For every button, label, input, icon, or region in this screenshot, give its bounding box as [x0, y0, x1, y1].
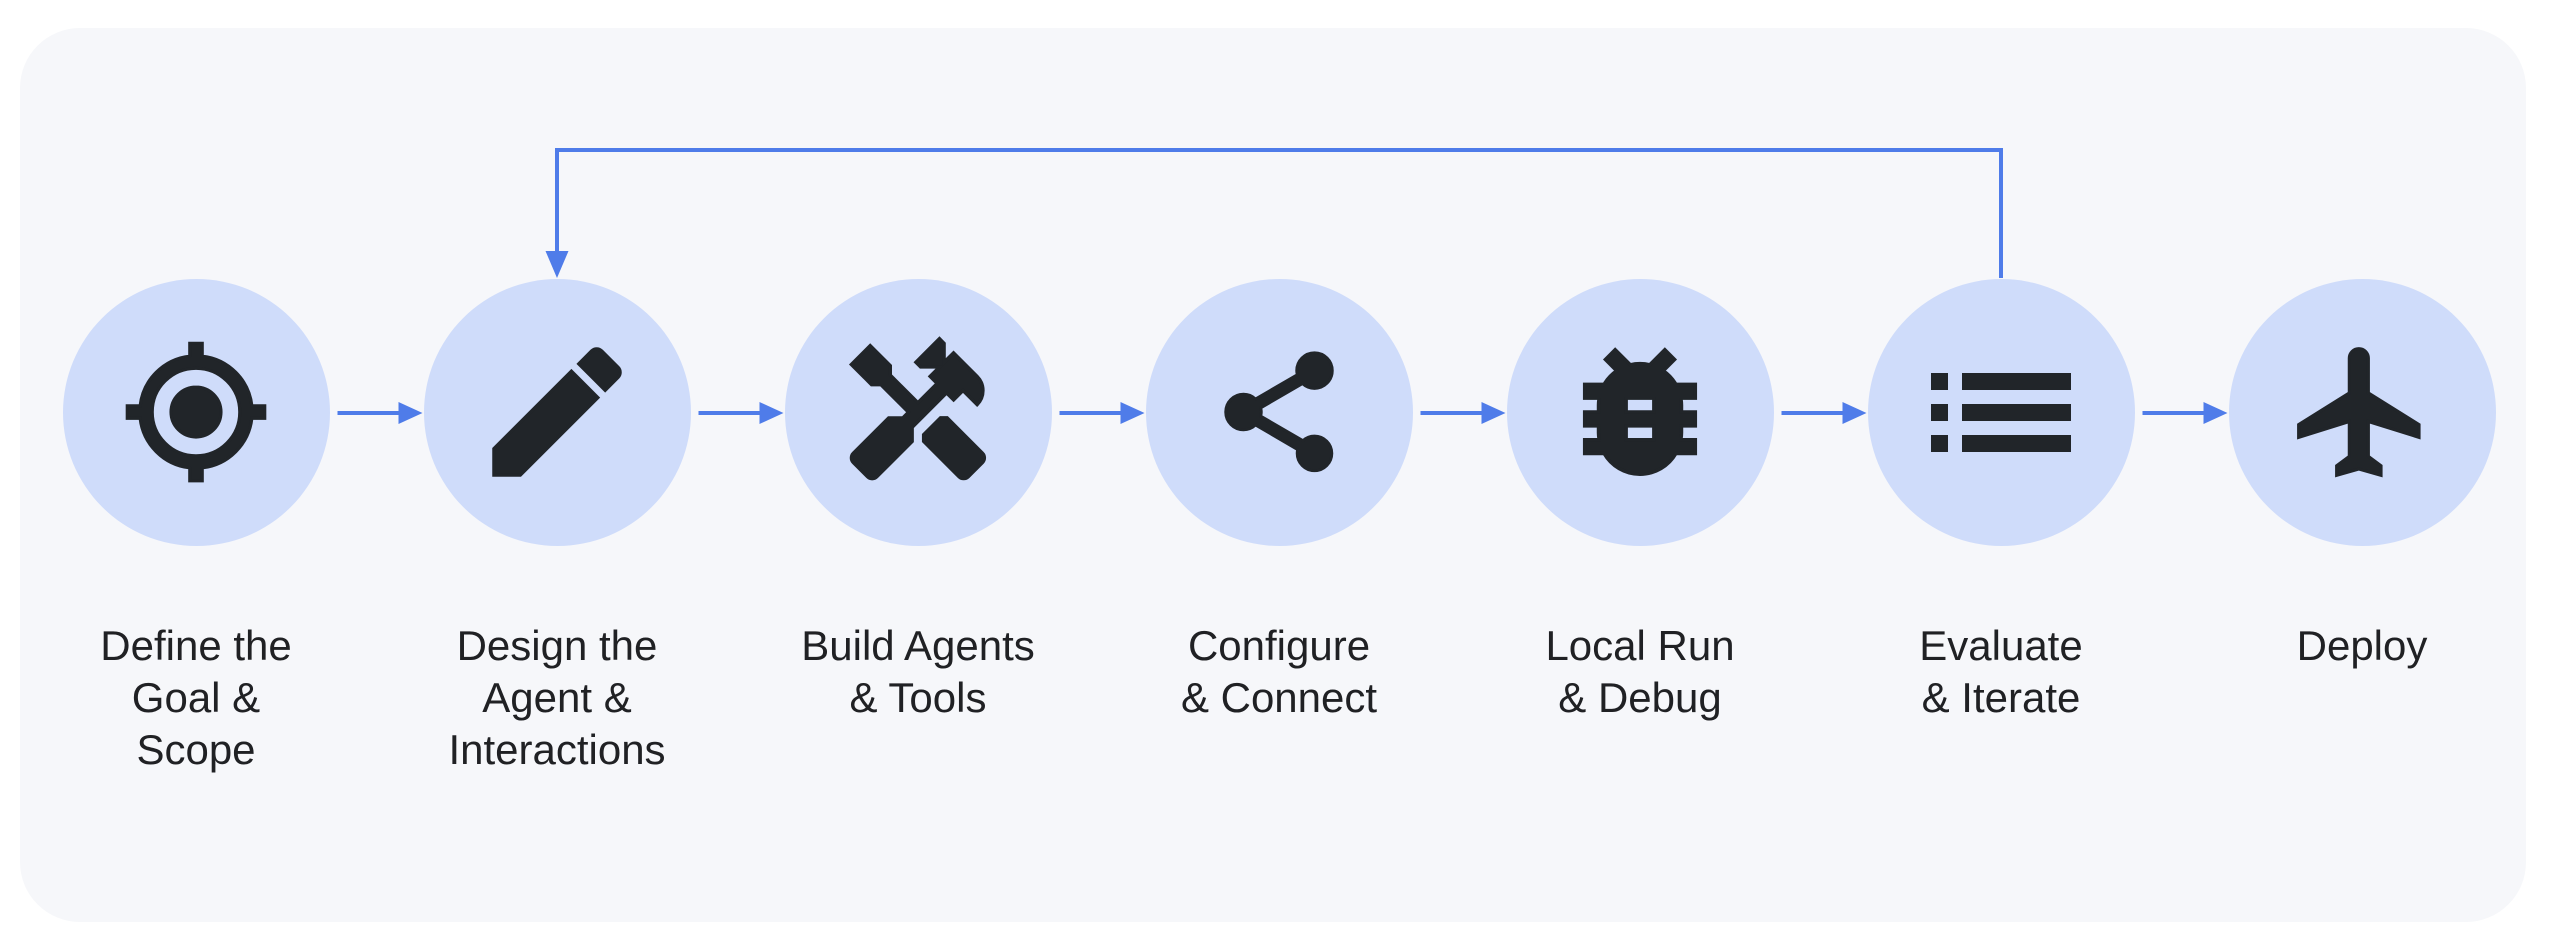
step-label-line: Goal &: [131, 674, 261, 721]
step-label-line: Scope: [136, 726, 256, 773]
step-circle: [423, 278, 691, 546]
share-icon: [1208, 341, 1350, 483]
step-label-line: & Debug: [1558, 674, 1722, 721]
step-circle: [1506, 278, 1774, 546]
step-label: Local Run & Debug: [1460, 620, 1820, 724]
target-icon: [121, 337, 271, 487]
list-icon: [1931, 373, 2071, 452]
step-circle: [784, 278, 1052, 546]
step-label-line: & Iterate: [1921, 674, 2081, 721]
flight-icon: [2286, 336, 2438, 488]
step-label-line: Evaluate: [1919, 622, 2083, 669]
step-label-line: Deploy: [2296, 622, 2428, 669]
step-label-line: Design the: [456, 622, 658, 669]
step-circle: [1867, 278, 2135, 546]
bug-icon: [1557, 329, 1723, 495]
step-label-line: Build Agents: [801, 622, 1035, 669]
step-label-line: Agent &: [482, 674, 632, 721]
step-label: Configure & Connect: [1099, 620, 1459, 724]
step-label-line: Local Run: [1545, 622, 1735, 669]
step-label: Evaluate & Iterate: [1821, 620, 2181, 724]
step-circle: [1145, 278, 1413, 546]
step-label-line: & Tools: [849, 674, 987, 721]
step-label-line: Interactions: [448, 726, 666, 773]
step-label-line: Configure: [1187, 622, 1371, 669]
step-label: Build Agents & Tools: [738, 620, 1098, 724]
tools-icon: [838, 332, 998, 492]
step-circle: [2228, 278, 2496, 546]
step-label: Deploy: [2182, 620, 2542, 672]
step-label-line: Define the: [100, 622, 292, 669]
step-label-line: & Connect: [1180, 674, 1378, 721]
edit-icon: [473, 328, 641, 496]
step-circle: [62, 278, 330, 546]
